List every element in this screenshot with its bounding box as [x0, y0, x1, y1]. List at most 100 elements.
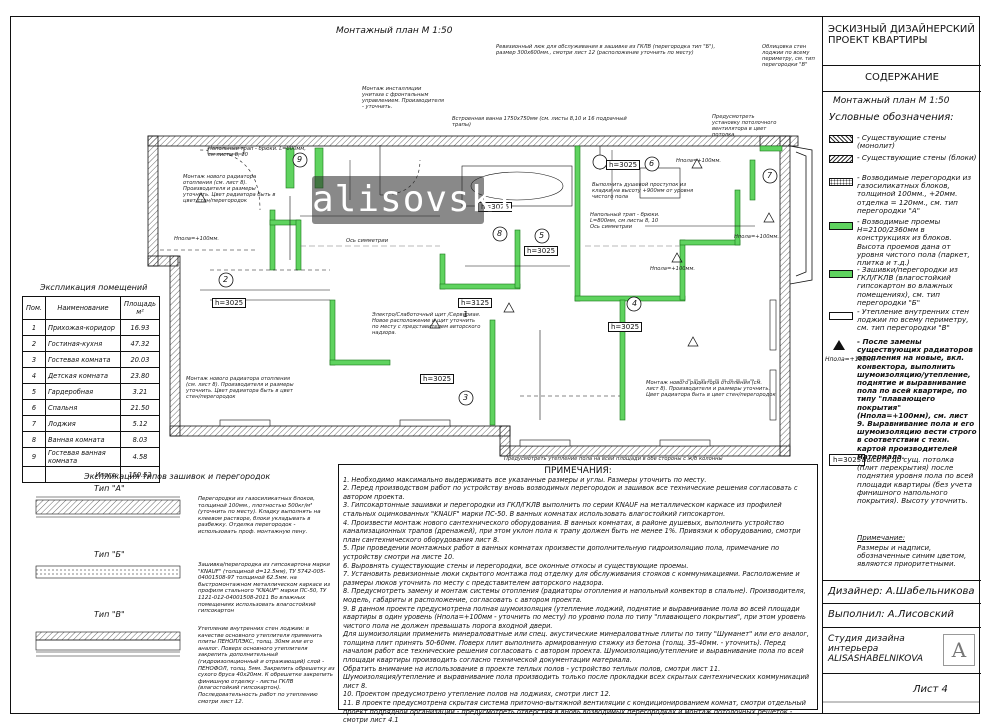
table-cell: 8.03: [120, 431, 160, 448]
studio-monogram-icon: А: [943, 634, 975, 666]
room-number-2: 2: [223, 275, 229, 284]
notes-title: ПРИМЕЧАНИЯ:: [544, 466, 612, 476]
room-height-4: h=3025: [608, 322, 643, 332]
table-cell: 5: [22, 383, 46, 400]
tray-note: Напольный трап - брюки. L=800мм, см лист…: [590, 212, 660, 224]
project-title-text: ЭСКИЗНЫЙ ДИЗАЙНЕРСКИЙ ПРОЕКТ КВАРТИРЫ: [828, 24, 975, 46]
legend-item: - Утепление внутренних стен лоджии по вс…: [823, 307, 981, 334]
note-item: 2. Перед производством работ по устройст…: [343, 484, 798, 501]
room-number-5: 5: [539, 231, 545, 240]
partition-type-b-label: Тип "Б": [94, 550, 125, 559]
remark-title: Примечание:: [857, 534, 906, 542]
studio-name: Студия дизайна интерьера ALISASHABELNIKO…: [828, 634, 924, 664]
room-number-4: 4: [632, 299, 638, 308]
table-cell: 6: [22, 399, 46, 416]
table-cell: Лоджия: [45, 415, 121, 432]
designer-row: Дизайнер: А.Шабельникова: [823, 580, 981, 604]
room-number-6: 6: [649, 159, 655, 168]
note-item: 1. Необходимо максимально выдерживать вс…: [343, 475, 707, 484]
partition-type-c-desc: Утепление внутренних стен лоджии: в каче…: [198, 626, 335, 705]
table-cell: 47.32: [120, 335, 160, 352]
table-cell: Гостиная-кухня: [45, 335, 121, 352]
room-table-header: Пом.: [22, 296, 46, 320]
hatch-swatch-icon: [829, 135, 853, 143]
table-cell: Прихожая-коридор: [45, 319, 121, 336]
legend-text: - Существующие стены (блоки): [857, 153, 977, 162]
height-mark-box: h=3025: [829, 454, 866, 466]
floor-marker-icon: [833, 340, 845, 350]
legend-text: - Утепление внутренних стен лоджии по вс…: [857, 307, 969, 333]
insulation-swatch-icon: [829, 312, 853, 320]
legend-item: Нпола=+100мм - После замены существующих…: [823, 337, 981, 460]
legend-title: Условные обозначения:: [829, 112, 954, 123]
sym-axis-label: Ось симметрии: [346, 238, 388, 244]
table-cell: Гардеробная: [45, 383, 121, 400]
room-number-9: 9: [297, 155, 303, 164]
table-cell: 3: [22, 351, 46, 368]
table-cell: 9: [22, 447, 46, 467]
partition-type-a-desc: Перегородки из газосиликатных блоков, то…: [198, 496, 321, 535]
table-cell: 1: [22, 319, 46, 336]
room-table-header: Площадь м²: [120, 296, 160, 320]
note-item: Обратить внимание на использование в про…: [343, 664, 721, 673]
legend-item: - Возводимые перегородки из газосиликатн…: [823, 173, 981, 214]
note-item: Для шумоизоляции применить минераловатны…: [343, 630, 809, 665]
block-swatch-icon: [829, 178, 853, 186]
studio-row: Студия дизайна интерьера ALISASHABELNIKO…: [823, 628, 981, 674]
title-block: ЭСКИЗНЫЙ ДИЗАЙНЕРСКИЙ ПРОЕКТ КВАРТИРЫ СО…: [822, 16, 981, 714]
room-height-2: h=3025: [212, 298, 247, 308]
box-note: Ревизионный люк для обслуживания в зашив…: [496, 44, 716, 56]
designer-name: Дизайнер: А.Шабельникова: [828, 586, 975, 597]
table-cell: [22, 466, 46, 483]
opening-swatch-icon: [829, 222, 853, 230]
note-item: 5. При проведении монтажных работ в ванн…: [343, 544, 780, 561]
partition-type-a-label: Тип "А": [94, 484, 125, 493]
note-item: 10. Проектом предусмотрено утепление пол…: [343, 690, 611, 699]
table-cell: 4.58: [120, 447, 160, 467]
niche-note: Встроенная ванна 1750х750мм (см. листы 8…: [452, 116, 627, 128]
panel-note: Электро/Слаботочный щит /Сервериая. Ново…: [372, 312, 481, 336]
room-number-7: 7: [767, 171, 773, 180]
executor-name: Выполнил: А.Лисовский: [828, 609, 954, 620]
radiator-note: Монтаж нового радиатора отопления (см. л…: [186, 376, 294, 400]
floor-level-label: Нпола=+100мм.: [174, 236, 220, 242]
section-title-text: СОДЕРЖАНИЕ: [865, 72, 939, 83]
drawing-sheet: [10, 16, 980, 714]
table-cell: 150.52: [120, 466, 160, 483]
table-cell: 21.50: [120, 399, 160, 416]
note-item: 9. В данном проекте предусмотрена полная…: [343, 604, 806, 630]
note-item: 4. Произвести монтаж нового сантехническ…: [343, 518, 801, 544]
legend-item: - Высота до сущ. потолка (плит перекрыти…: [823, 455, 981, 520]
note-item: 3. Гипсокартонные зашивки и перегородки …: [343, 501, 782, 518]
remark-text: Размеры и надписи, обозначенные синим цв…: [857, 544, 967, 568]
note-item: 8. Предусмотреть замену и монтаж системы…: [343, 587, 806, 604]
bath-note: Выполнить душевой проступок из кладки на…: [592, 182, 694, 200]
legend-text: - Высота до сущ. потолка (плит перекрыти…: [857, 455, 974, 506]
room-height-6: h=3025: [606, 160, 641, 170]
hatch-swatch-icon: [829, 155, 853, 163]
table-cell: 20.03: [120, 351, 160, 368]
ceiling-note: Предусмотреть установку потолочного вент…: [712, 114, 777, 138]
room-table-header: Наименование: [45, 296, 121, 320]
sym-axis-label: Ось симметрии: [590, 224, 632, 230]
table-cell: Гостевая комната: [45, 351, 121, 368]
room-height-5: h=3025: [524, 246, 559, 256]
floor-level-label: Нпола=+100мм.: [734, 234, 780, 240]
room-height-3: h=3025: [420, 374, 455, 384]
table-cell: 2: [22, 335, 46, 352]
note-item: 6. Выровнять существующие стены и перего…: [343, 561, 689, 570]
table-cell: Ванная комната: [45, 431, 121, 448]
floor-level-label: Нпола=+100мм.: [676, 158, 722, 164]
table-cell: 16.93: [120, 319, 160, 336]
legend-item: - Зашивки/перегородки из ГКЛ/ГКЛВ (влаго…: [823, 265, 981, 306]
legend-item: - Возводимые проемы Н=2100/2360мм в конс…: [823, 217, 981, 267]
note-item: 7. Установить ревизионные люки скрытого …: [343, 570, 800, 587]
